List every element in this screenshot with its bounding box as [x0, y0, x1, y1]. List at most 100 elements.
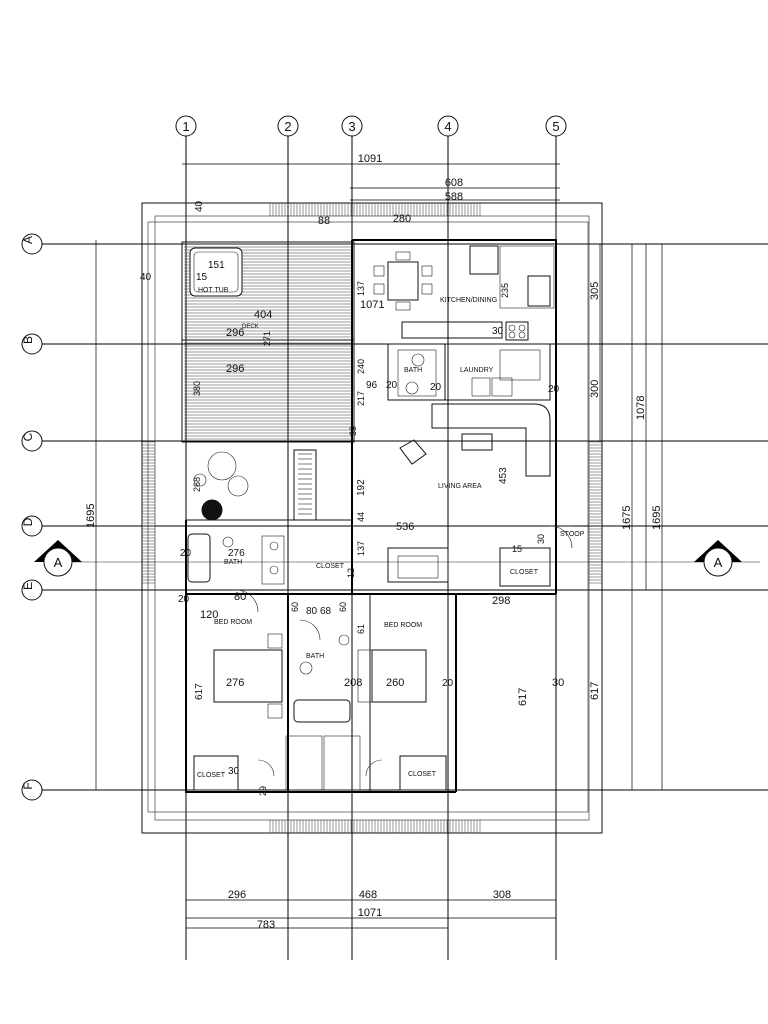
dim-20d: 20	[180, 548, 192, 559]
room-label-closet-br: CLOSET	[408, 771, 437, 778]
dim-120: 120	[200, 609, 218, 621]
dim-right-305: 305	[589, 282, 601, 300]
room-label-bedroom-left: BED ROOM	[214, 619, 252, 626]
center-bath-fixtures	[293, 619, 351, 723]
room-label-living: LIVING AREA	[438, 483, 482, 490]
dim-bottom-1071: 1071	[358, 907, 382, 919]
room-label-stoop: STOOP	[560, 531, 585, 538]
dim-30a: 30	[492, 326, 504, 337]
room-label-closet-bl: CLOSET	[197, 772, 226, 779]
grid-row-d-label: D	[21, 517, 35, 526]
room-label-deck: DECK	[242, 324, 259, 330]
dim-260: 260	[386, 677, 404, 689]
grid-column-3-label: 3	[348, 119, 355, 134]
dim-20c: 20	[548, 384, 560, 395]
dim-1071: 1071	[360, 299, 384, 311]
grid-row-e-label: E	[21, 582, 35, 590]
grid-column-1-label: 1	[182, 119, 189, 134]
dim-deck-271: 271	[262, 331, 272, 346]
stoop-closet-block	[499, 525, 573, 587]
grid-row-f-label: F	[21, 782, 35, 789]
room-label-bath-center: BATH	[306, 653, 324, 660]
dim-453: 453	[498, 467, 509, 484]
right-dimensions: 305 300 1675 1078 1695 617 617	[517, 244, 663, 790]
dim-bottom-783: 783	[257, 919, 275, 931]
dim-20e: 20	[178, 594, 190, 605]
bath-laundry-block	[387, 343, 551, 401]
dim-80b: 80	[306, 606, 318, 617]
bottom-dimensions: 296 468 308 1071 783 29	[186, 786, 556, 931]
bed-right	[357, 649, 427, 703]
dim-20f: 20	[442, 678, 454, 689]
hall-shelving	[293, 449, 317, 521]
room-label-closet-right-top: CLOSET	[510, 569, 539, 576]
dim-top-588: 588	[445, 191, 463, 203]
dim-deck-404: 404	[254, 309, 272, 321]
dim-bottom-308: 308	[493, 889, 511, 901]
dim-top-280: 280	[393, 213, 411, 225]
dim-617l: 617	[194, 683, 205, 700]
dim-268: 268	[192, 477, 202, 492]
dim-right-1695: 1695	[651, 506, 663, 530]
dim-deck-296a: 296	[226, 327, 244, 339]
dim-240: 240	[356, 359, 366, 374]
dim-217: 217	[356, 391, 366, 406]
dim-60a: 60	[290, 602, 300, 612]
dim-276b: 276	[226, 677, 244, 689]
grid-row-c-label: C	[21, 432, 35, 441]
exterior-walls	[185, 239, 557, 793]
section-marker-right: A	[694, 540, 742, 577]
dim-12: 12	[346, 568, 356, 578]
grid-row-d: D	[21, 515, 768, 537]
dim-right-617m: 617	[517, 688, 529, 706]
dim-80: 80	[234, 591, 246, 603]
dim-235: 235	[500, 283, 510, 298]
dim-298: 298	[492, 595, 510, 607]
dim-39: 39	[348, 426, 358, 436]
landscape-plants	[193, 451, 249, 521]
top-dimensions: 1091 608 588 280 88 40 40	[140, 153, 560, 283]
dim-top-608: 608	[445, 177, 463, 189]
dim-61: 61	[356, 624, 366, 634]
room-label-bath-top: BATH	[404, 367, 422, 374]
room-label-bedroom-right: BED ROOM	[384, 622, 422, 629]
left-bath-fixtures	[187, 533, 285, 613]
left-dimensions: 1695	[85, 240, 97, 790]
kitchen-counter	[401, 245, 555, 341]
grid-column-4-label: 4	[444, 119, 451, 134]
living-furniture	[387, 403, 551, 583]
dim-30d: 30	[536, 534, 546, 544]
bed-left	[213, 633, 283, 719]
dim-bottom-296: 296	[228, 889, 246, 901]
dim-right-617: 617	[589, 682, 601, 700]
section-marker-left: A	[34, 540, 760, 577]
hot-tub	[189, 247, 243, 297]
dim-380: 380	[192, 381, 202, 396]
grid-row-b-label: B	[21, 336, 35, 344]
dim-20b: 20	[430, 382, 442, 393]
dim-208: 208	[344, 677, 362, 689]
grid-row-a-label: A	[21, 236, 35, 244]
room-label-closet-mid: CLOSET	[316, 563, 345, 570]
foundation-hatch-strips	[142, 203, 602, 833]
grid-row-c: C	[21, 430, 768, 452]
section-marker-right-label: A	[714, 555, 723, 570]
dim-right-1675: 1675	[621, 506, 633, 530]
bottom-closets	[193, 735, 447, 791]
dim-536: 536	[396, 521, 414, 533]
dim-137: 137	[356, 281, 366, 296]
dim-right-300: 300	[589, 380, 601, 398]
room-label-kitchen: KITCHEN/DINING	[440, 297, 497, 304]
dim-bottom-468: 468	[359, 889, 377, 901]
dim-top-1091: 1091	[358, 153, 382, 165]
dining-table	[373, 251, 433, 311]
dim-44: 44	[356, 512, 366, 522]
dim-60b: 60	[338, 602, 348, 612]
dim-15: 15	[512, 544, 522, 554]
section-marker-left-label: A	[54, 555, 63, 570]
room-label-bath-left: BATH	[224, 559, 242, 566]
dim-tub-15: 15	[196, 272, 208, 283]
dim-68: 68	[320, 606, 332, 617]
dim-20a: 20	[386, 380, 398, 391]
